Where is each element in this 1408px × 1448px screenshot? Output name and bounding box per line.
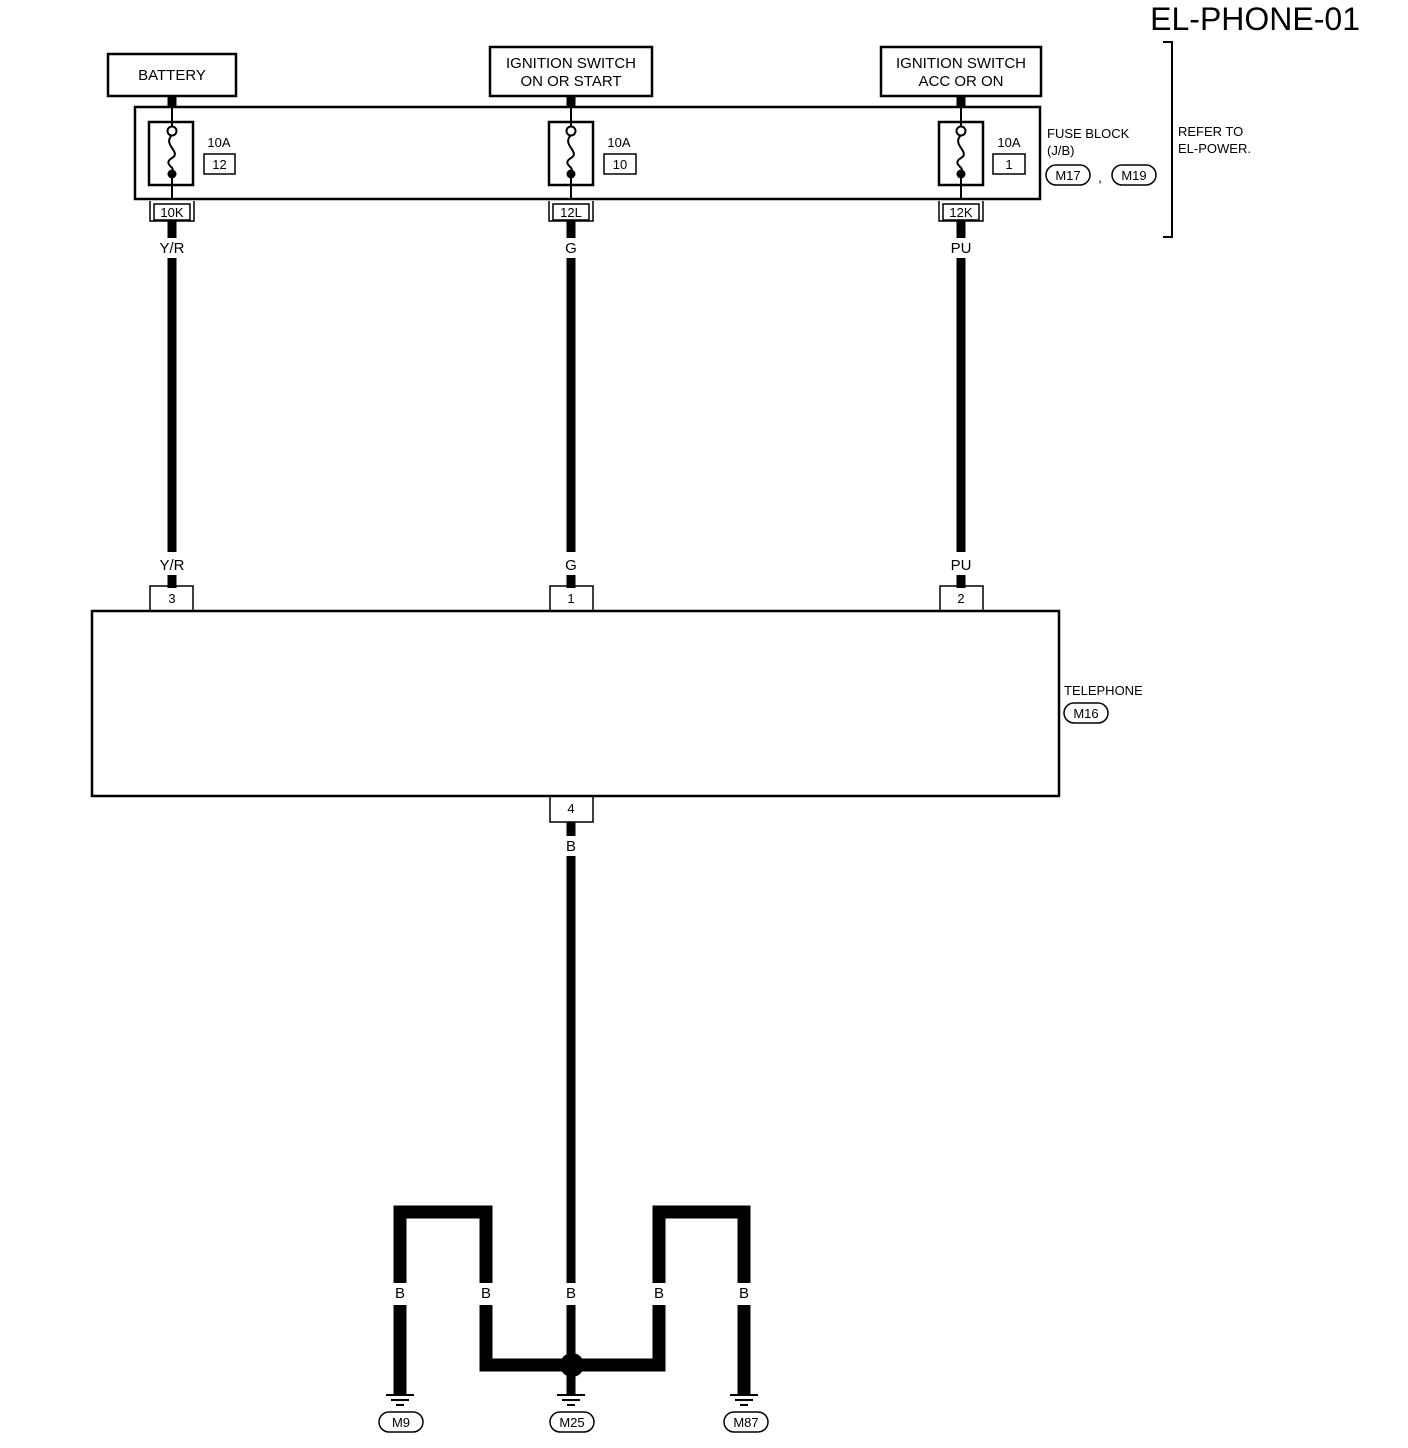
wire-yr-top: Y/R — [159, 240, 184, 257]
battery-source: BATTERY — [106, 52, 238, 98]
fuse-1-number: 1 — [1005, 157, 1012, 172]
ground-symbol-m25: M25 — [549, 1394, 595, 1433]
ground-wire-label-5: B — [739, 1285, 749, 1302]
connector-12k: 12K — [938, 201, 984, 222]
connector-10k: 10K — [149, 201, 195, 222]
fuse-block-label: FUSE BLOCK — [1047, 126, 1130, 141]
ground-symbol-m87: M87 — [723, 1394, 769, 1433]
connector-m19: M19 — [1121, 168, 1146, 183]
wire-yr-bottom: Y/R — [159, 557, 184, 574]
telephone-unit — [90, 609, 1061, 798]
telephone-label: TELEPHONE — [1064, 683, 1143, 698]
fuse-10-rating: 10A — [607, 135, 630, 150]
ground-wire-label-4: B — [654, 1285, 664, 1302]
ground-wire-label-1: B — [395, 1285, 405, 1302]
ignition-on-start-source: IGNITION SWITCH ON OR START — [488, 45, 654, 98]
ign-on-start-line-1: IGNITION SWITCH — [506, 55, 636, 72]
fuse-block — [133, 105, 1042, 201]
ign-on-start-line-2: ON OR START — [520, 73, 621, 90]
wire-g-top: G — [565, 240, 577, 257]
connector-separator: , — [1098, 170, 1102, 185]
wire-pu-top: PU — [951, 240, 972, 257]
telephone-pin-4: 4 — [549, 797, 594, 823]
diagram-title: EL-PHONE-01 — [1150, 1, 1360, 37]
wire-pu-bottom: PU — [951, 557, 972, 574]
fuse-block-jb-label: (J/B) — [1047, 143, 1074, 158]
ign-acc-on-line-2: ACC OR ON — [918, 73, 1003, 90]
connector-10k-label: 10K — [160, 205, 183, 220]
wire-g-bottom: G — [565, 557, 577, 574]
battery-label: BATTERY — [138, 67, 206, 84]
ground-wire-right — [652, 1205, 751, 1283]
ground-wire-label-2: B — [481, 1285, 491, 1302]
fuse-1: 10A 1 — [937, 107, 1026, 199]
ignition-acc-on-source: IGNITION SWITCH ACC OR ON — [879, 45, 1043, 98]
refer-bracket — [1163, 41, 1173, 238]
ground-wire-left — [393, 1205, 493, 1283]
fuse-10: 10A 10 — [547, 107, 637, 199]
telephone-pin-2: 2 — [939, 585, 984, 610]
connector-12l-label: 12L — [560, 205, 582, 220]
ground-wire-label-3: B — [566, 1285, 576, 1302]
refer-line-1: REFER TO — [1178, 124, 1243, 139]
telephone-pin-1: 1 — [549, 585, 594, 610]
wire-b-pin4: B — [566, 838, 576, 855]
telephone-pin-3: 3 — [149, 585, 194, 610]
connector-m17: M17 — [1055, 168, 1080, 183]
connector-12k-label: 12K — [949, 205, 972, 220]
ground-symbol-m9: M9 — [378, 1394, 424, 1433]
fuse-12-rating: 10A — [207, 135, 230, 150]
fuse-1-rating: 10A — [997, 135, 1020, 150]
pin-1-label: 1 — [567, 591, 574, 606]
pin-3-label: 3 — [168, 591, 175, 606]
fuse-10-number: 10 — [613, 157, 627, 172]
ground-m87-label: M87 — [733, 1415, 758, 1430]
ground-m9-label: M9 — [392, 1415, 410, 1430]
pin-4-label: 4 — [567, 801, 574, 816]
fuse-12-number: 12 — [212, 157, 226, 172]
ign-acc-on-line-1: IGNITION SWITCH — [896, 55, 1026, 72]
ground-splice — [560, 1353, 584, 1377]
fuse-12: 10A 12 — [147, 107, 236, 199]
connector-12l: 12L — [548, 201, 594, 222]
ground-m25-label: M25 — [559, 1415, 584, 1430]
connector-m16: M16 — [1073, 706, 1098, 721]
pin-2-label: 2 — [957, 591, 964, 606]
refer-line-2: EL-POWER. — [1178, 141, 1251, 156]
